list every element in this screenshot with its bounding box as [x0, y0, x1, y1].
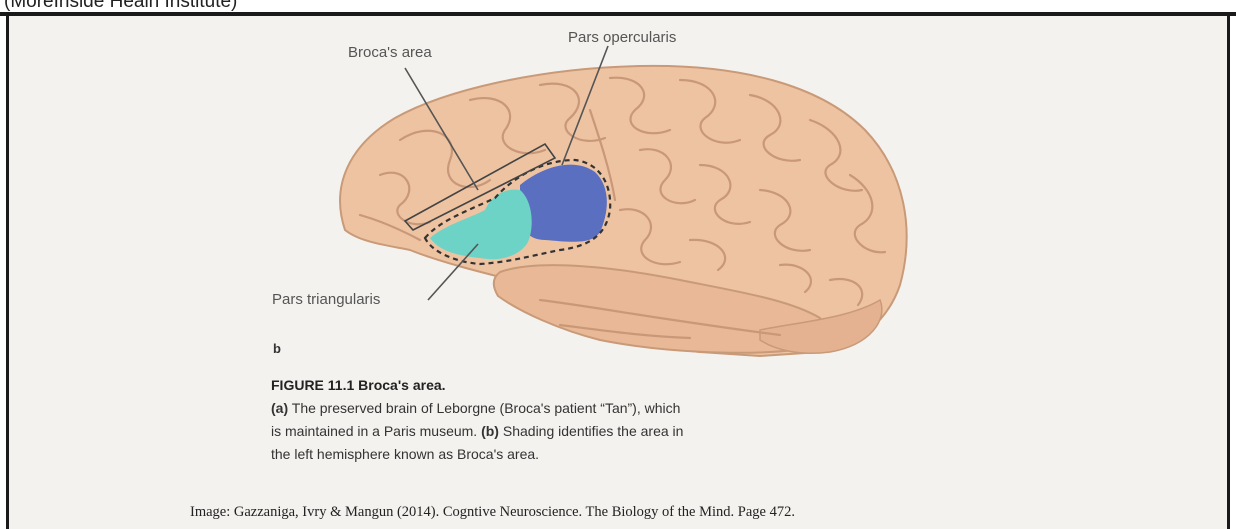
caption-b-marker: (b) — [481, 423, 499, 439]
panel-letter: b — [273, 341, 281, 356]
image-credit: Image: Gazzaniga, Ivry & Mangun (2014). … — [190, 504, 795, 521]
caption-line-3: the left hemisphere known as Broca's are… — [271, 443, 971, 466]
caption-a-marker: (a) — [271, 400, 288, 416]
figure-caption: FIGURE 11.1 Broca's area. (a) The preser… — [271, 374, 971, 466]
label-pars-triangularis: Pars triangularis — [272, 291, 380, 308]
caption-line-2: is maintained in a Paris museum. (b) Sha… — [271, 420, 971, 443]
label-pars-opercularis: Pars opercularis — [568, 29, 676, 46]
pars-opercularis-region — [520, 165, 607, 242]
caption-title: FIGURE 11.1 Broca's area. — [271, 374, 971, 397]
caption-line-2-text: is maintained in a Paris museum. — [271, 423, 481, 439]
caption-line-2-text-after: Shading identifies the area in — [499, 423, 683, 439]
caption-line-1-text: The preserved brain of Leborgne (Broca's… — [288, 400, 680, 416]
label-brocas-area: Broca's area — [348, 44, 432, 61]
caption-line-1: (a) The preserved brain of Leborgne (Bro… — [271, 397, 971, 420]
